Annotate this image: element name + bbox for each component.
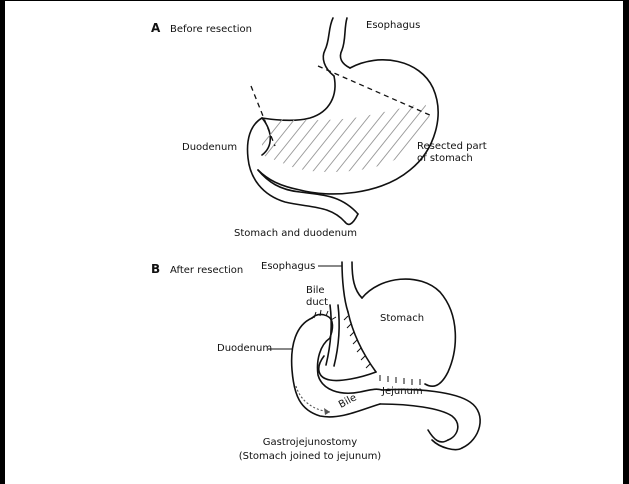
stomach-b-inner [348,312,376,372]
panel-a-illustration [248,18,439,224]
panel-b-letter: B [151,263,160,275]
jejunum-exit [428,430,448,442]
esophagus-a-inner [340,18,350,68]
resected-hatching [226,90,462,190]
panel-a-title: Before resection [170,24,252,36]
duodenum-a-end [345,214,358,224]
duodenum-a-outer [248,118,345,222]
esophagus-b-inner [352,262,362,298]
stomach-a-inner [262,76,335,120]
panel-a-caption: Stomach and duodenum [234,228,357,240]
esophagus-b [342,262,348,312]
panel-b-caption-2: (Stomach joined to jejunum) [210,451,410,463]
panel-b-title: After resection [170,265,243,277]
panel-b-caption-1: Gastrojejunostomy [210,437,410,449]
resected-label: Resected part of stomach [417,141,487,165]
duodenal-stump [312,315,333,338]
bile-duct-inner [334,305,339,366]
duodenum-label-a: Duodenum [182,142,237,154]
cut-lines [251,66,432,146]
jejunum-lower-inner [380,404,458,440]
esophagus-a [323,18,334,76]
cut-line-distal [251,86,275,146]
esophagus-label-a: Esophagus [366,20,420,32]
esophagus-label-b: Esophagus [261,261,315,273]
panel-a-letter: A [151,22,160,34]
bile-flow-arrow [296,386,330,415]
duodenum-label-b: Duodenum [217,343,272,355]
jejunum-label: Jejunum [382,386,423,398]
stomach-b-outer [362,279,455,386]
stomach-label-b: Stomach [380,313,424,325]
bile-duct-label: Bile duct [306,285,336,309]
